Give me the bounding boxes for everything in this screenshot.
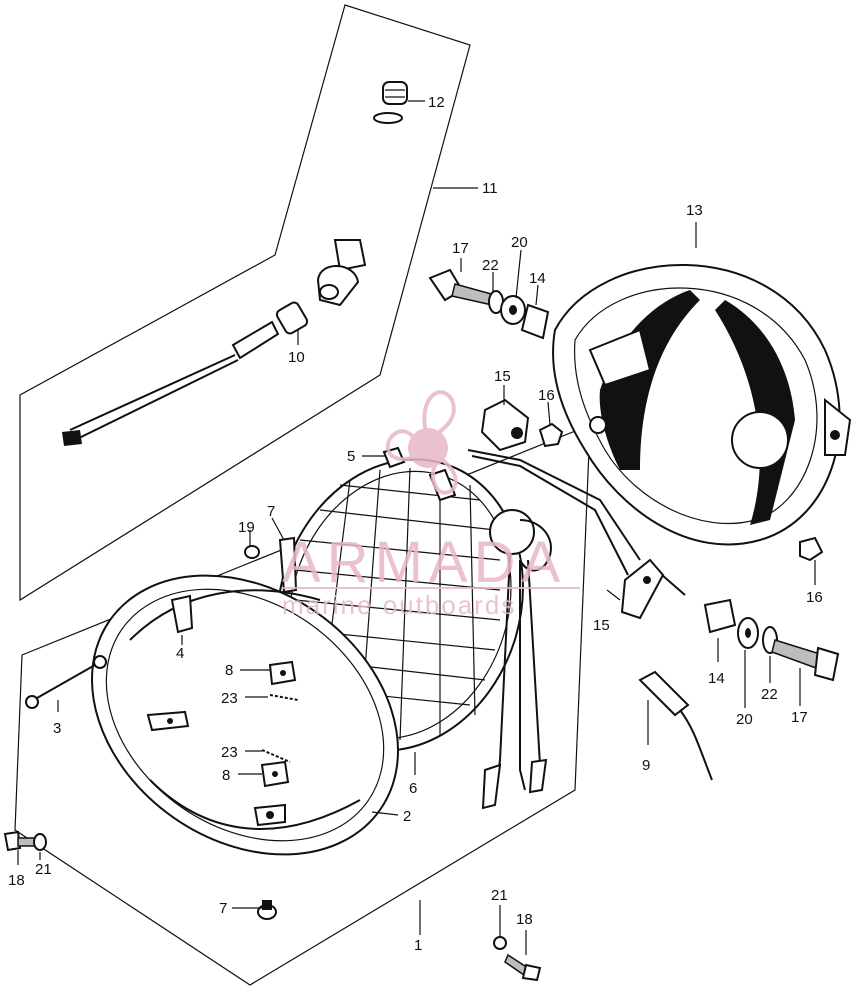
part-23-spring-lower: [261, 749, 291, 763]
callout-6: 6: [409, 780, 417, 797]
callout-21-left: 21: [35, 861, 52, 878]
callout-20-upper: 20: [511, 234, 528, 251]
part-9-pilot-socket: [638, 670, 713, 781]
callout-1: 1: [414, 937, 422, 954]
callout-10: 10: [288, 349, 305, 366]
part-4-adjuster: [170, 594, 194, 634]
part-7-screw-upper: [278, 536, 298, 594]
upper-bolt-set: [428, 268, 550, 340]
part-15-connector-lower: [620, 558, 686, 620]
callout-17-upper: 17: [452, 240, 469, 257]
callout-17-lower: 17: [791, 709, 808, 726]
part-3-adjusting-screw: [25, 655, 107, 709]
callout-5: 5: [347, 448, 355, 465]
part-8-clip-lower: [260, 760, 290, 788]
callout-23-upper: 23: [221, 690, 238, 707]
callout-12: 12: [428, 94, 445, 111]
callout-22-upper: 22: [482, 257, 499, 274]
part-16-nut-lower: [799, 536, 824, 562]
part-12-grommet: [373, 81, 408, 124]
callout-21-bottom: 21: [491, 887, 508, 904]
callout-15-upper: 15: [494, 368, 511, 385]
part-15-socket-upper: [467, 398, 641, 576]
watermark-propeller-icon: [385, 390, 458, 495]
callout-9: 9: [642, 757, 650, 774]
callout-18-bottom: 18: [516, 911, 533, 928]
part-7-screw-lower: [257, 900, 277, 920]
callout-18-left: 18: [8, 872, 25, 889]
callout-labels: 12 11 10 13 17 22 20 14 15 16 5 7 19 4 3…: [8, 94, 823, 954]
callout-4: 4: [176, 645, 184, 662]
callout-3: 3: [53, 720, 61, 737]
callout-22-lower: 22: [761, 686, 778, 703]
case-shadow-left: [599, 290, 700, 470]
leader-lines: [17, 100, 816, 955]
case-shadow-right: [715, 300, 795, 525]
callout-2: 2: [403, 808, 411, 825]
callout-15-lower: 15: [593, 617, 610, 634]
callout-13: 13: [686, 202, 703, 219]
part-8-clip-upper: [268, 660, 297, 686]
callout-20-lower: 20: [736, 711, 753, 728]
callout-14-lower: 14: [708, 670, 725, 687]
callout-8-lower: 8: [222, 767, 230, 784]
callout-7-upper: 7: [267, 503, 275, 520]
part-18-21-bolt-bottom: [493, 936, 542, 982]
callout-14-upper: 14: [529, 270, 546, 287]
wire-harness-group-outline: [19, 4, 471, 602]
part-13-headlight-case: [552, 264, 852, 546]
callout-16-lower: 16: [806, 589, 823, 606]
callout-8-upper: 8: [225, 662, 233, 679]
headlight-assembly-group-outline: [14, 424, 591, 986]
callout-19: 19: [238, 519, 255, 536]
part-2-headlight-rim: [91, 574, 399, 856]
part-11-cable-assembly: [62, 239, 367, 446]
callout-16-upper: 16: [538, 387, 555, 404]
watermark: ARMADA marine outboards: [282, 390, 580, 620]
part-16-nut-upper: [538, 422, 564, 448]
callout-23-lower: 23: [221, 744, 238, 761]
part-19-washer: [244, 545, 260, 559]
lower-bolt-set: [703, 598, 840, 682]
part-18-21-bolt-left: [3, 830, 47, 852]
watermark-brand: ARMADA: [282, 530, 566, 595]
callout-7-lower: 7: [219, 900, 227, 917]
callout-11: 11: [482, 180, 498, 197]
watermark-tagline: marine outboards: [282, 590, 516, 620]
